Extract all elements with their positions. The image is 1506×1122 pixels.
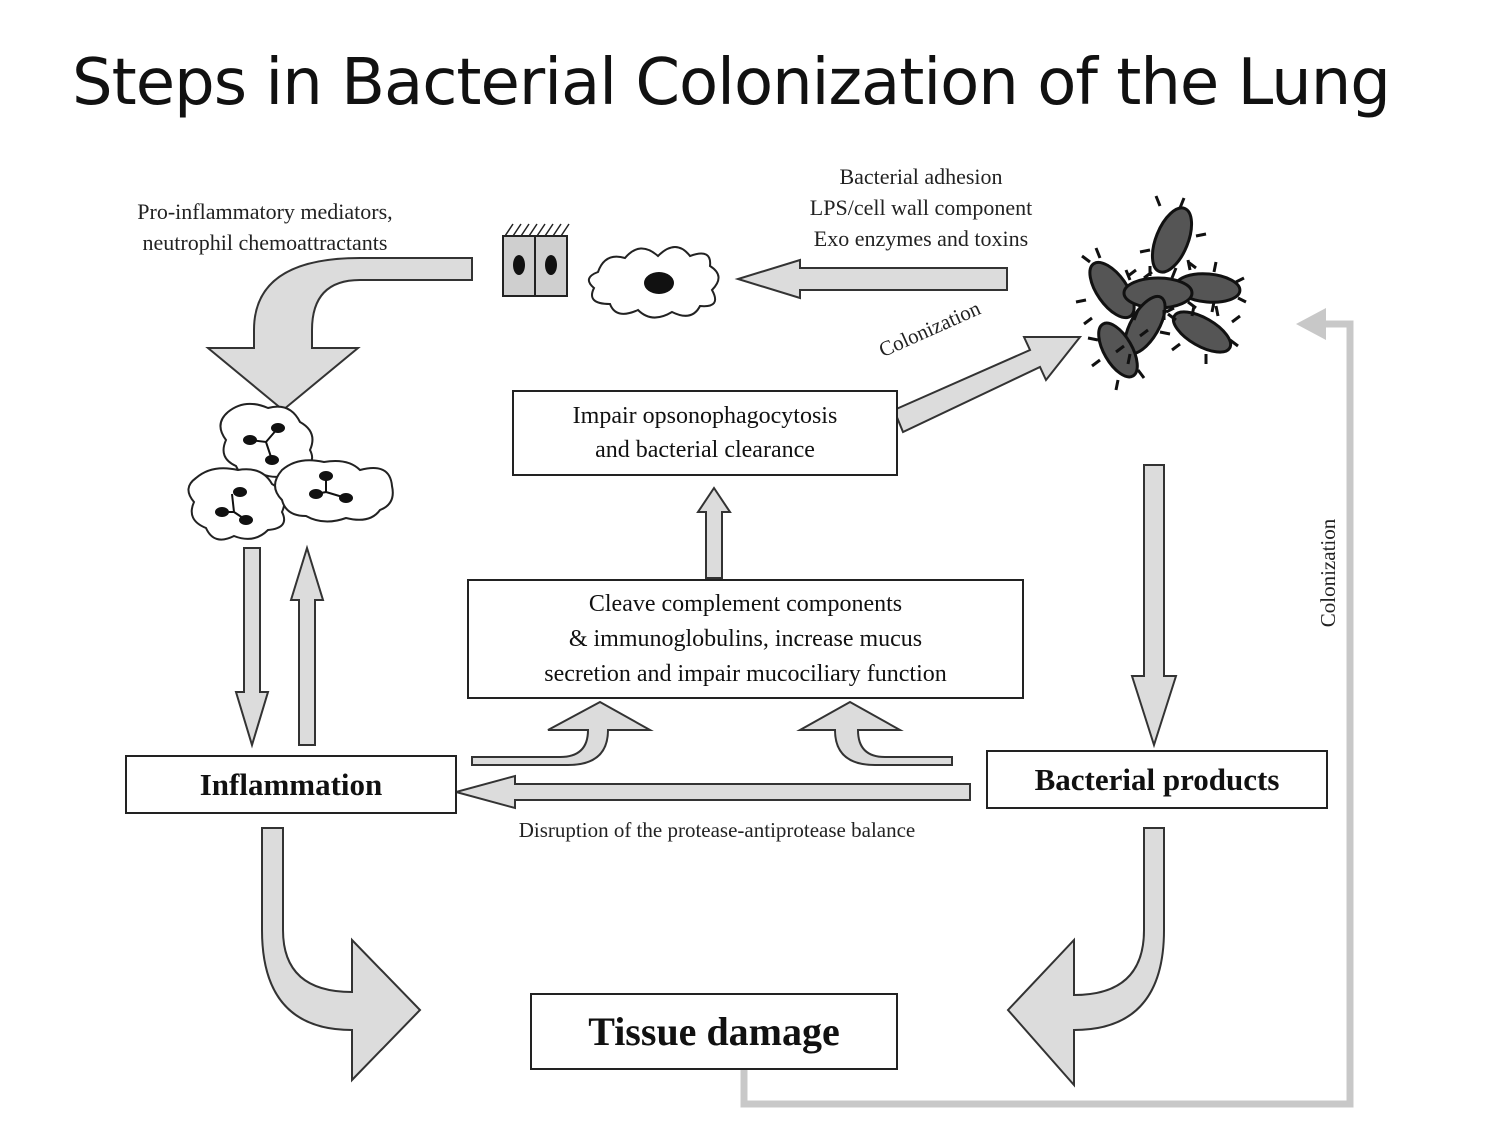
neutrophils-icon <box>187 402 394 541</box>
arrow-bacteria-to-products <box>1130 464 1178 749</box>
arrow-inflammation-to-tissue <box>261 827 422 1083</box>
bacteria-cluster-icon <box>1075 195 1247 391</box>
label-bacterial-adhesion-line-3: Exo enzymes and toxins <box>813 226 1029 251</box>
box-impair-line-1: Impair opsonophagocytosis <box>572 403 838 429</box>
macrophage-icon <box>587 246 720 319</box>
arrow-inflammation-to-neutrophils <box>289 544 325 746</box>
arrow-products-to-cleave <box>796 700 953 766</box>
label-colonization-vertical: Colonization <box>1316 518 1340 628</box>
arrow-cleave-to-impair <box>696 486 732 579</box>
box-cleave-line-3: secretion and impair mucociliary functio… <box>544 660 947 687</box>
page-title: Steps in Bacterial Colonization of the L… <box>72 46 1391 120</box>
arrow-mediators-to-neutrophils <box>205 257 473 412</box>
label-bacterial-adhesion: Bacterial adhesion LPS/cell wall compone… <box>776 161 1066 254</box>
arrow-bacteria-to-host-cells <box>734 258 1008 300</box>
arrow-neutrophils-to-inflammation <box>234 547 270 749</box>
box-cleave-complement: Cleave complement components & immunoglo… <box>467 579 1024 699</box>
label-bacterial-adhesion-line-2: LPS/cell wall component <box>809 195 1033 220</box>
arrow-feedback-colonization <box>740 320 1354 1108</box>
arrow-inflammation-to-cleave <box>471 700 654 766</box>
label-pro-inflammatory: Pro-inflammatory mediators, neutrophil c… <box>100 196 430 258</box>
arrow-colonization-diagonal <box>892 336 1083 434</box>
box-bacterial-products: Bacterial products <box>986 750 1328 809</box>
box-inflammation: Inflammation <box>125 755 457 814</box>
epithelial-cells-icon <box>502 223 570 297</box>
arrow-products-to-inflammation <box>452 774 971 810</box>
box-impair-opsonophagocytosis: Impair opsonophagocytosis and bacterial … <box>512 390 898 476</box>
label-bacterial-adhesion-line-1: Bacterial adhesion <box>839 164 1003 189</box>
label-pro-inflammatory-line-1: Pro-inflammatory mediators, <box>137 199 393 224</box>
box-cleave-line-2: & immunoglobulins, increase mucus <box>568 625 923 652</box>
label-pro-inflammatory-line-2: neutrophil chemoattractants <box>142 230 388 255</box>
label-disruption: Disruption of the protease-antiprotease … <box>518 818 916 842</box>
box-cleave-line-1: Cleave complement components <box>588 590 903 617</box>
arrow-feedback-head <box>1296 308 1326 340</box>
arrow-products-to-tissue <box>1006 827 1165 1088</box>
box-tissue-damage: Tissue damage <box>530 993 898 1070</box>
box-impair-line-2: and bacterial clearance <box>595 437 815 463</box>
